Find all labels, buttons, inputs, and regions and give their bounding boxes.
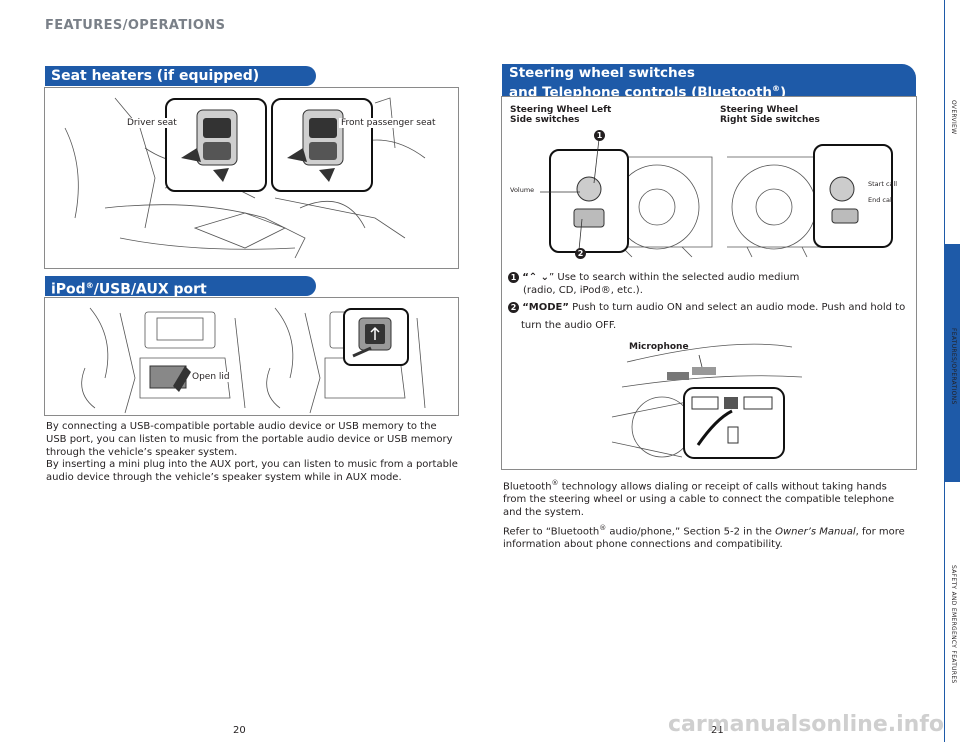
left-switches-label: Steering Wheel Left Side switches	[510, 105, 612, 125]
item-2-text: Push to turn audio ON and select an audi…	[568, 302, 906, 313]
ipod-paragraph-2: By inserting a mini plug into the AUX po…	[46, 459, 458, 483]
callout-2-badge: 2	[575, 248, 586, 259]
bt-p2-b: audio/phone,” Section 5-2 in the	[606, 526, 776, 538]
section-sidebar: OVERVIEW FEATURES/OPERATIONS SAFETY AND …	[945, 0, 960, 742]
bt-p1-a: Bluetooth	[503, 481, 552, 493]
seat-heater-switch-icon	[181, 109, 238, 182]
item-1-text: ” Use to search within the selected audi…	[549, 272, 800, 283]
driver-seat-switch-inset	[165, 98, 267, 192]
registered-mark: ®	[85, 281, 94, 290]
bt-p2-a: Refer to “Bluetooth	[503, 526, 600, 538]
sidebar-tab-safety-label: SAFETY AND EMERGENCY FEATURES	[950, 565, 957, 684]
bluetooth-paragraph-1: Bluetooth® technology allows dialing or …	[503, 477, 913, 519]
start-call-label: Start call	[868, 180, 898, 188]
ipod-paragraph-1: By connecting a USB-compatible portable …	[46, 421, 453, 458]
item-1-badge: 1	[508, 271, 519, 283]
item-1-open-quote: “	[522, 272, 529, 283]
seat-heaters-figure: Driver seat Front passenger seat	[44, 87, 459, 269]
steering-item-2: 2 “MODE” Push to turn audio ON and selec…	[508, 301, 908, 314]
watermark: carmanualsonline.info	[668, 712, 944, 737]
item-2-key: “MODE”	[522, 302, 569, 313]
steering-switches-title: Steering wheel switches and Telephone co…	[502, 64, 916, 100]
page-number-left: 20	[233, 725, 246, 736]
sidebar-divider	[944, 0, 945, 742]
bluetooth-paragraph-2: Refer to “Bluetooth® audio/phone,” Secti…	[503, 522, 913, 551]
steering-figure: Steering Wheel Left Side switches Steeri…	[501, 96, 917, 470]
ipod-usb-aux-title: iPod®/USB/AUX port	[45, 276, 316, 298]
ipod-usb-figure: Open lid	[44, 297, 459, 416]
registered-mark: ®	[772, 84, 781, 93]
usb-port-inset	[343, 308, 409, 366]
page-number-right: 21	[711, 725, 724, 736]
item-1-arrows: ⌃ ⌄	[528, 272, 550, 283]
registered-mark: ®	[551, 479, 559, 487]
steering-item-2-cont: turn the audio OFF.	[521, 320, 617, 331]
console-usb-illustration	[81, 307, 426, 414]
sidebar-tab-features[interactable]	[945, 244, 960, 482]
registered-mark: ®	[599, 524, 607, 532]
sidebar-tab-overview-label: OVERVIEW	[950, 100, 957, 135]
seat-heaters-title: Seat heaters (if equipped)	[45, 66, 316, 86]
right-switches-label: Steering Wheel Right Side switches	[720, 105, 820, 125]
sidebar-tab-features-label: FEATURES/OPERATIONS	[950, 328, 957, 405]
passenger-seat-switch-inset	[271, 98, 373, 192]
bt-p1-b: technology allows dialing or receipt of …	[503, 481, 895, 519]
sidebar-tab-overview[interactable]	[945, 0, 960, 238]
steering-item-1: 1 “⌃ ⌄” Use to search within the selecte…	[508, 271, 908, 284]
passenger-seat-label: Front passenger seat	[339, 118, 438, 128]
usb-port-icon	[352, 317, 392, 358]
steering-wheels-illustration	[540, 138, 893, 459]
ipod-title-rest: /USB/AUX port	[93, 281, 207, 298]
owners-manual-ref: Owner’s Manual	[775, 526, 856, 538]
item-2-badge: 2	[508, 301, 519, 313]
bt-p2-d: , for more information about phone conne…	[503, 526, 905, 551]
open-lid-label: Open lid	[192, 372, 230, 382]
steering-title-line1: Steering wheel switches	[509, 65, 695, 81]
sidebar-tab-safety[interactable]	[945, 488, 960, 742]
steering-item-1-cont: (radio, CD, iPod®, etc.).	[523, 285, 643, 296]
microphone-label: Microphone	[629, 342, 689, 352]
seat-heater-switch-icon	[287, 109, 344, 182]
ipod-title-part: iPod	[51, 281, 86, 298]
callout-1-badge: 1	[594, 130, 605, 141]
driver-seat-label: Driver seat	[125, 118, 179, 128]
steering-title-line2-b: )	[780, 84, 787, 101]
end-call-label: End call	[868, 196, 894, 204]
volume-label: Volume	[510, 186, 535, 194]
page-header-title: FEATURES/OPERATIONS	[45, 18, 226, 33]
